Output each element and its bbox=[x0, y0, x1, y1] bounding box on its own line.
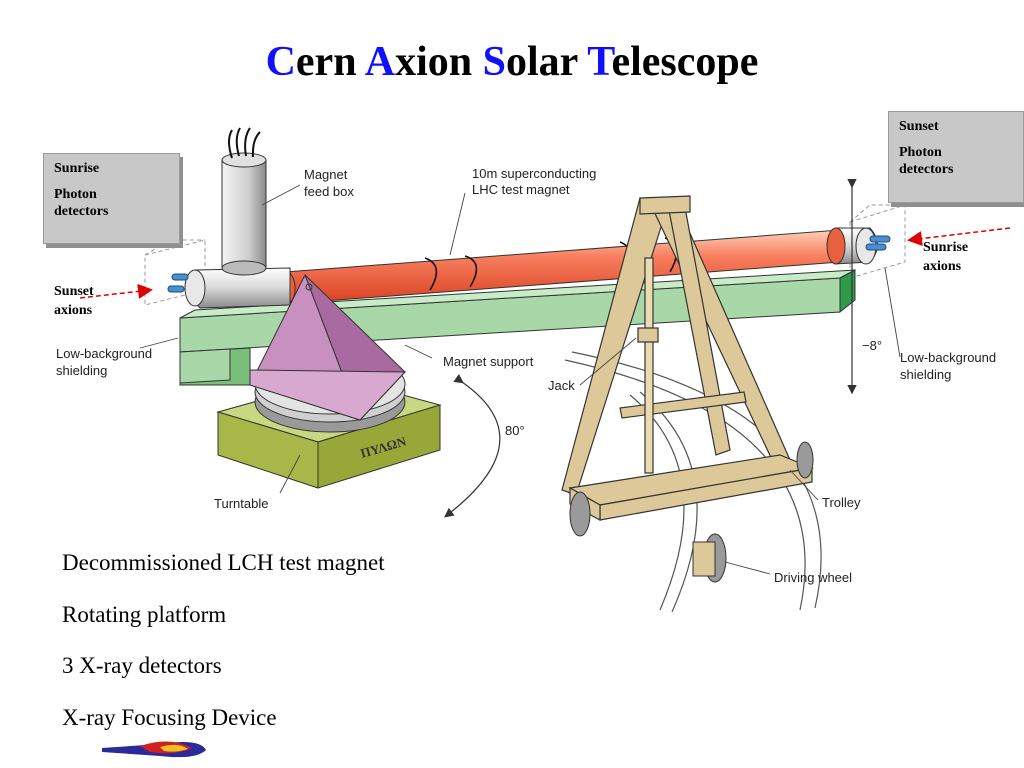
sunset-axion-arrow bbox=[79, 283, 153, 299]
sunrise-axions-line1: Sunrise bbox=[923, 240, 969, 255]
sunrise-detectors-line2: Photon bbox=[54, 187, 97, 202]
sunrise-detectors-box: Sunrise Photon detectors bbox=[43, 153, 180, 244]
sunset-detectors-title: Sunset bbox=[899, 119, 939, 134]
turntable-label: Turntable bbox=[214, 496, 268, 511]
shield-left-label-2: shielding bbox=[56, 363, 107, 378]
slide-title: Cern Axion Solar Telescope bbox=[0, 38, 1024, 86]
title-initial-a: A bbox=[364, 39, 396, 85]
sunset-axions-line2: axions bbox=[54, 303, 93, 318]
shield-right-label-2: shielding bbox=[900, 367, 951, 382]
rotation-angle-label: 80° bbox=[505, 423, 525, 438]
magnet-feed-box bbox=[221, 127, 267, 276]
logo-icon bbox=[102, 741, 206, 758]
shield-right-label-1: Low-background bbox=[900, 350, 996, 365]
sunrise-axions-line2: axions bbox=[923, 259, 962, 274]
magnet-label-1: 10m superconducting bbox=[472, 166, 596, 181]
sunset-detectors-box: Sunset Photon detectors bbox=[888, 111, 1024, 203]
title-word-olar: olar bbox=[505, 39, 578, 85]
sunset-detectors-line2: Photon bbox=[899, 145, 942, 160]
trolley-label: Trolley bbox=[822, 495, 861, 510]
feature-item-4: X-ray Focusing Device bbox=[62, 704, 277, 730]
title-initial-c: C bbox=[265, 39, 296, 85]
sunrise-detectors-line3: detectors bbox=[54, 204, 109, 219]
sunset-detectors-line3: detectors bbox=[899, 162, 954, 177]
sunset-axions-line1: Sunset bbox=[54, 284, 94, 299]
title-word-elescope: elescope bbox=[611, 39, 759, 85]
magnet-left-end bbox=[167, 267, 291, 309]
feature-item-3: 3 X-ray detectors bbox=[62, 653, 222, 678]
sunrise-detectors-title: Sunrise bbox=[54, 161, 100, 176]
rotation-arrow-horizontal bbox=[444, 373, 501, 518]
magnet-right-end bbox=[826, 227, 891, 265]
magnet-label-2: LHC test magnet bbox=[472, 182, 570, 197]
jack-label: Jack bbox=[548, 378, 575, 393]
title-initial-s: S bbox=[482, 39, 506, 85]
shield-left-label-1: Low-background bbox=[56, 346, 152, 361]
leader-lines bbox=[139, 184, 901, 575]
title-word-ern: ern bbox=[295, 39, 357, 85]
magnet-support-label: Magnet support bbox=[443, 354, 534, 369]
feature-list: Decommissioned LCH test magnet Rotating … bbox=[62, 548, 385, 754]
pyramid-support bbox=[249, 273, 407, 421]
sunrise-axions-label: Sunrise axions bbox=[923, 238, 968, 276]
feature-item-2: Rotating platform bbox=[62, 601, 227, 627]
driving-wheel bbox=[692, 533, 727, 583]
title-word-xion: xion bbox=[395, 39, 473, 85]
feed-box-label-1: Magnet bbox=[304, 167, 348, 182]
feed-box-label-2: feed box bbox=[304, 184, 354, 199]
trolley-frame bbox=[561, 195, 815, 521]
title-initial-t: T bbox=[587, 39, 612, 85]
sunrise-axion-arrow bbox=[907, 227, 1011, 247]
feature-item-1: Decommissioned LCH test magnet bbox=[62, 550, 385, 575]
sunset-axions-label: Sunset axions bbox=[54, 282, 94, 320]
driving-wheel-label: Driving wheel bbox=[774, 570, 852, 585]
tilt-angle-label: −8° bbox=[862, 338, 882, 353]
trolley-wheels bbox=[569, 441, 814, 537]
